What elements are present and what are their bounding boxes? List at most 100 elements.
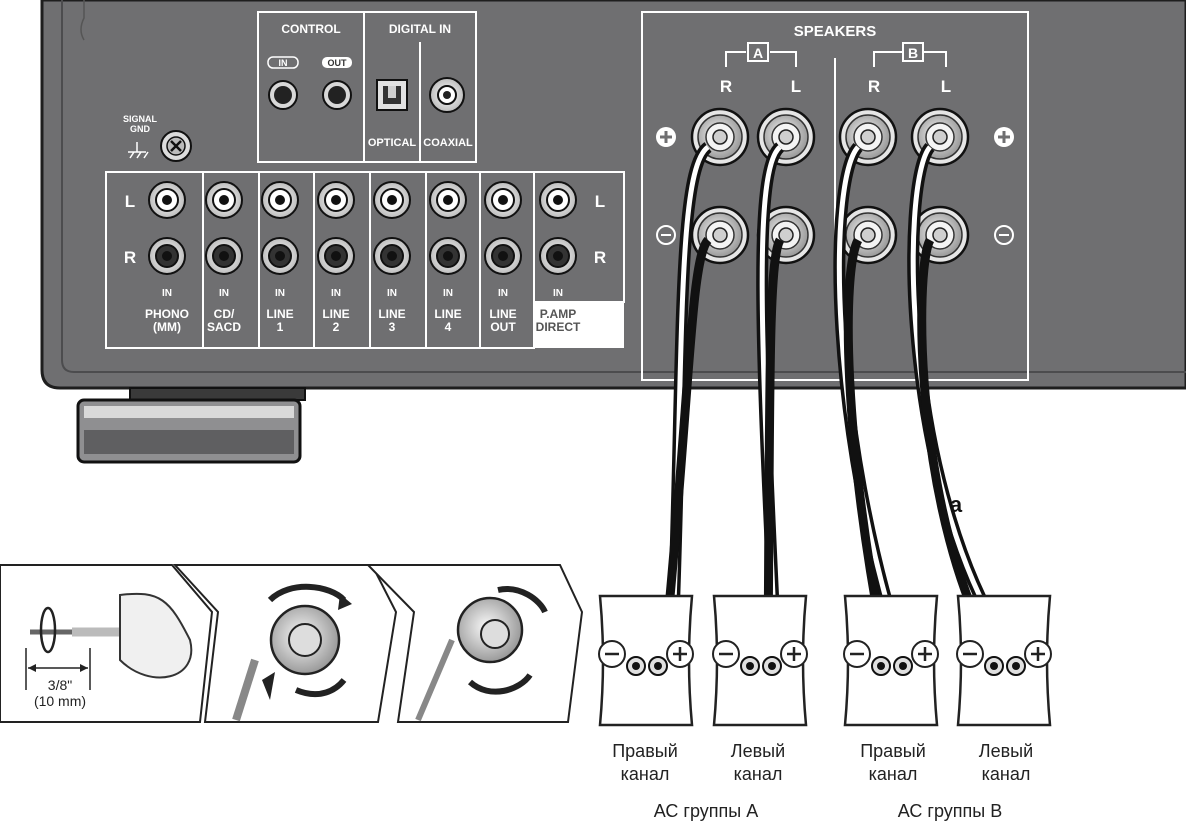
digital-in-title: DIGITAL IN [389,22,451,36]
minus-icon-left [656,225,676,245]
jack-l-5[interactable] [373,181,411,219]
input-name-line2-5: 3 [389,320,396,334]
optical-jack[interactable] [376,79,408,111]
speaker-box-4 [956,594,1052,727]
speaker-4-plus-terminal[interactable] [1006,656,1026,676]
in-label-7: IN [498,288,508,299]
spk-b-r: R [868,77,880,96]
jack-r-7[interactable] [484,237,522,275]
speaker-plus-icon-3 [911,640,939,668]
group-b-caption: АС группы B [898,801,1002,821]
jack-l-8[interactable] [539,181,577,219]
minus-icon-right [994,225,1014,245]
input-name-line1-4: LINE [322,307,349,321]
cable-front-a-l [756,142,785,661]
speaker-minus-icon-4 [956,640,984,668]
signal-gnd-line1: SIGNAL [123,114,158,124]
input-column-2: IN CD/SACD [205,181,243,334]
control-out-badge [322,57,352,68]
step-insert-wire [172,564,398,723]
speaker-plus-icon-2 [780,640,808,668]
in-label-4: IN [331,288,341,299]
speaker-plus-icon-1 [666,640,694,668]
input-name-line2-4: 2 [333,320,340,334]
callout-a: a [950,492,963,517]
jack-l-7[interactable] [484,181,522,219]
jack-r-8[interactable] [539,237,577,275]
inputs-side-r-right: R [594,248,606,267]
jack-r-6[interactable] [429,237,467,275]
jack-l-1[interactable] [148,181,186,219]
jack-r-2[interactable] [205,237,243,275]
signal-gnd: SIGNAL GND [123,114,192,162]
caption-2-line2: канал [734,764,783,784]
jack-l-3[interactable] [261,181,299,219]
control-out-label: OUT [328,58,348,68]
in-label-5: IN [387,288,397,299]
speaker-minus-icon-3 [843,640,871,668]
speaker-3-minus-terminal[interactable] [871,656,891,676]
caption-3-line1: Правый [860,741,926,761]
jack-r-5[interactable] [373,237,411,275]
speaker-1-minus-terminal[interactable] [626,656,646,676]
signal-gnd-terminal[interactable] [160,130,192,162]
inputs-side-l-left: L [125,192,135,211]
input-name-line1-5: LINE [378,307,405,321]
speaker-captions: Правый канал Левый канал Правый канал Ле… [612,741,1033,821]
spk-b-l: L [941,77,951,96]
input-name-line1-6: LINE [434,307,461,321]
jack-r-3[interactable] [261,237,299,275]
caption-3-line2: канал [869,764,918,784]
speaker-2-minus-terminal[interactable] [740,656,760,676]
caption-1-line2: канал [621,764,670,784]
speaker-3-plus-terminal[interactable] [893,656,913,676]
jack-r-1[interactable] [148,237,186,275]
fingers-icon [119,592,193,679]
strip-length-inch: 3/8" [48,677,72,693]
control-in-jack[interactable] [268,80,298,110]
step-strip-wire: 3/8" (10 mm) [0,564,214,723]
spk-a-l: L [791,77,801,96]
in-label-6: IN [443,288,453,299]
cable-front-b-r [833,142,911,664]
coaxial-jack[interactable] [429,77,465,113]
speaker-4-minus-terminal[interactable] [984,656,1004,676]
jack-r-4[interactable] [317,237,355,275]
input-name-line2-2: SACD [207,320,241,334]
speaker-terminal-b-r-minus[interactable] [838,205,898,265]
strip-length-mm: (10 mm) [34,693,86,709]
instruction-steps: 3/8" (10 mm) [0,564,584,723]
speaker-2-plus-terminal[interactable] [762,656,782,676]
input-name-line2-8: DIRECT [536,320,581,334]
in-label-1: IN [162,288,172,299]
group-b-badge [902,42,924,62]
jack-l-6[interactable] [429,181,467,219]
input-name-line2-3: 1 [277,320,284,334]
input-name-line1-3: LINE [266,307,293,321]
input-name-line2-1: (MM) [153,320,181,334]
speaker-1-plus-terminal[interactable] [648,656,668,676]
speaker-plus-icon-4 [1024,640,1052,668]
speakers-title: SPEAKERS [794,23,877,40]
signal-gnd-line2: GND [130,124,151,134]
control-in-badge [267,56,299,69]
speaker-box-3 [843,594,939,727]
input-name-line1-8: P.AMP [540,307,576,321]
spk-a-r: R [720,77,732,96]
in-label-2: IN [219,288,229,299]
control-out-jack[interactable] [322,80,352,110]
jack-l-2[interactable] [205,181,243,219]
speaker-terminal-a-r-plus[interactable] [690,107,750,167]
jack-l-4[interactable] [317,181,355,219]
step-tighten [365,564,584,723]
input-name-line1-2: CD/ [214,307,235,321]
speaker-terminal-a-l-plus[interactable] [756,107,816,167]
